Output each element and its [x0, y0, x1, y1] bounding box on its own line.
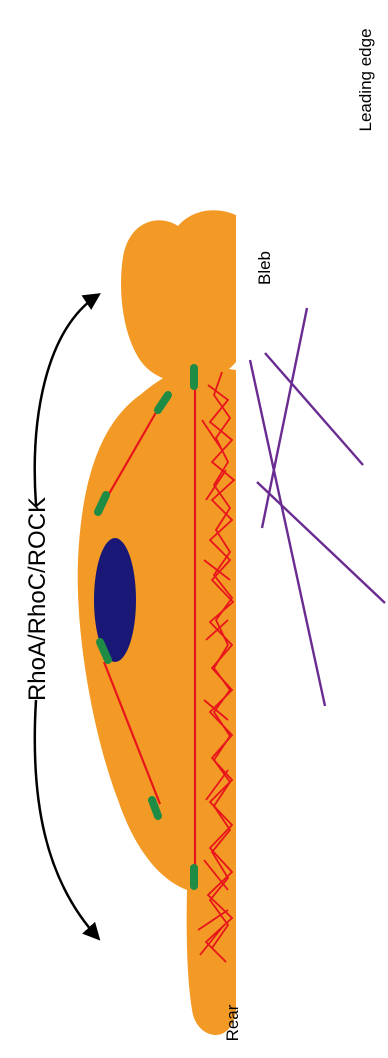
bleb-label: Bleb: [255, 251, 274, 285]
leading-edge-label: Leading edge: [356, 28, 375, 131]
cell-body: [78, 365, 236, 1035]
matrix-fiber-3: [265, 353, 363, 465]
rear-label: Rear: [223, 1004, 242, 1041]
upper-curved-arrow: [35, 295, 98, 505]
lower-curved-arrow: [35, 700, 98, 938]
adhesion-lower-2: [152, 800, 158, 816]
matrix-fiber-2: [262, 308, 307, 528]
pathway-label: RhoA/RhoC/ROCK: [24, 497, 51, 701]
bleb: [121, 210, 236, 382]
matrix-fiber-4: [257, 482, 385, 603]
matrix-fiber-1: [250, 360, 325, 706]
matrix-fibers: [250, 308, 385, 706]
